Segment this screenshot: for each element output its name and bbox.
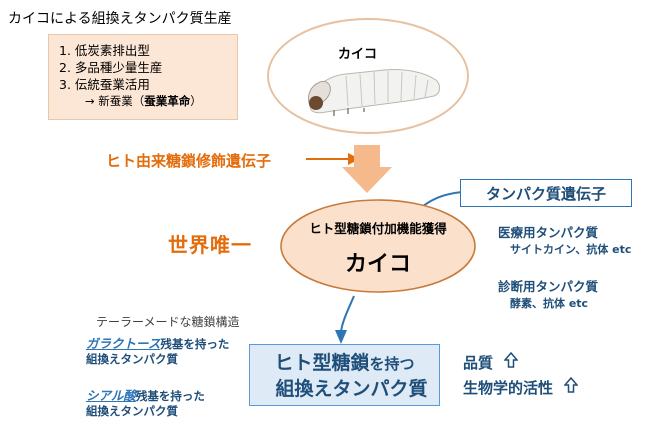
silkworm-image	[307, 69, 441, 116]
bioactivity-outcome: 生物学的活性	[463, 377, 579, 398]
result-line1a: ヒト型糖鎖	[274, 352, 370, 374]
silkworm-ellipse	[267, 18, 469, 134]
medical-protein-examples: サイトカイン、抗体 etc	[510, 243, 632, 256]
modified-silkworm-subtitle: ヒト型糖鎖付加機能獲得	[309, 221, 447, 236]
sialic-acid-protein: 組換えタンパク質	[86, 404, 178, 418]
protein-gene-box: タンパク質遺伝子	[460, 179, 632, 207]
tailor-made-label: テーラーメードな糖鎖構造	[96, 315, 240, 329]
up-arrow-icon	[564, 377, 579, 393]
diagnostic-protein-heading: 診断用タンパク質	[498, 279, 599, 294]
quality-outcome: 品質	[463, 352, 519, 373]
modified-silkworm-title: カイコ	[344, 252, 411, 277]
result-arrow-line	[335, 295, 355, 344]
modified-silkworm-ellipse	[280, 199, 476, 293]
features-box: 1. 低炭素排出型 2. 多品種少量生産 3. 伝統蚕業活用 → 新蚕業（蚕業革…	[48, 34, 238, 120]
sialic-acid-line: シアル酸残基を持った	[86, 388, 205, 403]
diagnostic-protein-examples: 酵素、抗体 etc	[510, 297, 589, 310]
feature-item: 1. 低炭素排出型	[59, 43, 150, 58]
world-first-label: 世界唯一	[168, 233, 252, 257]
up-arrow-icon	[504, 352, 519, 368]
human-gene-label: ヒト由来糖鎖修飾遺伝子	[106, 152, 272, 170]
down-arrow-icon	[342, 145, 392, 193]
result-box: ヒト型糖鎖を持つ 組換えタンパク質	[249, 344, 440, 406]
feature-item: 3. 伝統蚕業活用	[59, 77, 150, 92]
medical-protein-heading: 医療用タンパク質	[498, 225, 599, 240]
feature-arrow-line: → 新蚕業（蚕業革命）	[85, 94, 202, 108]
feature-item: 2. 多品種少量生産	[59, 60, 163, 75]
diagram-title: カイコによる組換えタンパク質生産	[8, 11, 232, 27]
result-line1b: を持つ	[369, 355, 415, 373]
galactose-line: ガラクトース残基を持った	[86, 336, 230, 351]
silkworm-label: カイコ	[338, 47, 378, 62]
result-line2: 組換えタンパク質	[275, 378, 428, 400]
galactose-protein: 組換えタンパク質	[86, 352, 178, 366]
